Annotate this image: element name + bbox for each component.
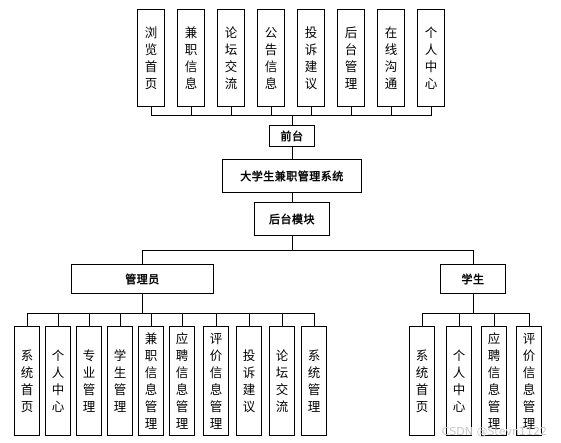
node-admin-2: 个人中心 [45,326,71,436]
node-front-3: 论坛交流 [217,9,245,107]
node-front-6: 后台管理 [337,9,365,107]
node-admin-8: 投诉建议 [236,326,262,436]
node-student-1: 系统首页 [409,326,435,436]
node-admin-1: 系统首页 [14,326,40,436]
node-front-8: 个人中心 [417,9,445,107]
node-role-admin: 管理员 [71,264,214,294]
node-admin-3: 专业管理 [76,326,102,436]
node-backend-module: 后台模块 [254,202,330,236]
node-role-student: 学生 [440,264,506,294]
node-admin-10: 系统管理 [301,326,327,436]
node-front-1: 浏览首页 [137,9,165,107]
node-admin-5: 兼职信息管理 [138,326,164,436]
watermark: CSDN @Stevn1122 [441,425,547,438]
node-admin-6: 应聘信息管理 [169,326,195,436]
node-student-3: 应聘信息管理 [481,326,507,436]
node-front-5: 投诉建议 [297,9,325,107]
node-frontend: 前台 [269,125,315,147]
node-admin-7: 评价信息管理 [203,326,229,436]
node-root-system: 大学生兼职管理系统 [222,159,362,193]
node-front-4: 公告信息 [257,9,285,107]
node-front-2: 兼职信息 [177,9,205,107]
node-admin-9: 论坛交流 [269,326,295,436]
node-front-7: 在线沟通 [377,9,405,107]
node-student-4: 评价信息管理 [516,326,542,436]
node-admin-4: 学生管理 [107,326,133,436]
node-student-2: 个人中心 [446,326,472,436]
